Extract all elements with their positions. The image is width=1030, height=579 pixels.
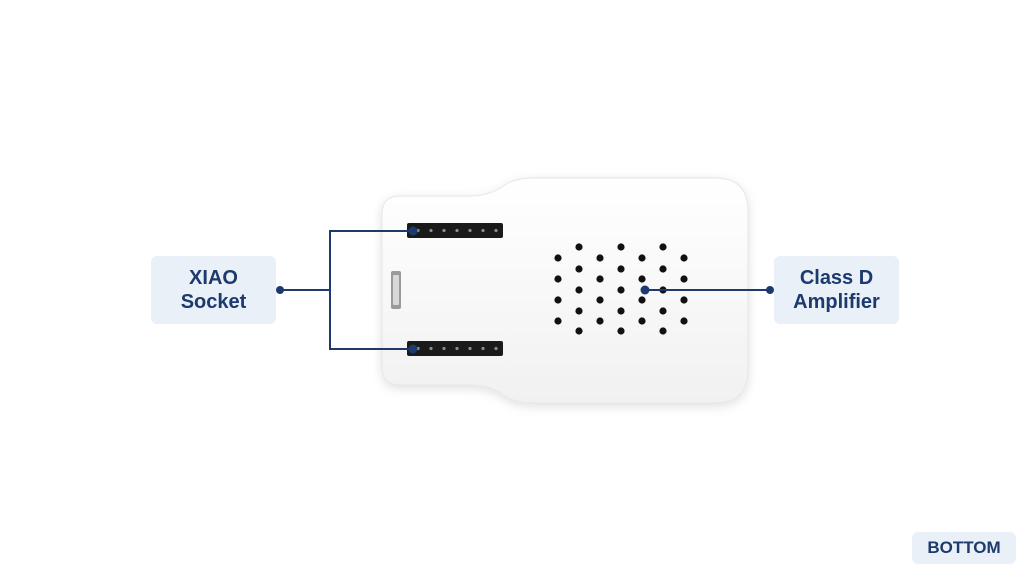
classd-callout-dot-device xyxy=(640,285,650,295)
classd-callout-dot-label xyxy=(766,286,774,294)
xiao-label-line2: Socket xyxy=(180,291,247,313)
classd-label-line1: Class D xyxy=(799,267,874,289)
speaker-grille-icon xyxy=(554,243,688,335)
usb-port-icon xyxy=(391,271,401,309)
xiao-callout-dot-top xyxy=(408,226,418,236)
pin-header-bottom xyxy=(407,341,503,356)
xiao-callout-dot-left xyxy=(276,286,284,294)
xiao-label-line1: XIAO xyxy=(189,267,238,289)
pin-header-top xyxy=(407,223,503,238)
xiao-callout-dot-bottom xyxy=(408,344,418,354)
xiao-socket-callout xyxy=(280,230,413,350)
class-d-amplifier-label: Class D Amplifier xyxy=(774,256,899,324)
classd-label-line2: Amplifier xyxy=(793,291,880,313)
view-label-bottom: BOTTOM xyxy=(912,532,1016,564)
xiao-socket-label: XIAO Socket xyxy=(151,256,276,324)
